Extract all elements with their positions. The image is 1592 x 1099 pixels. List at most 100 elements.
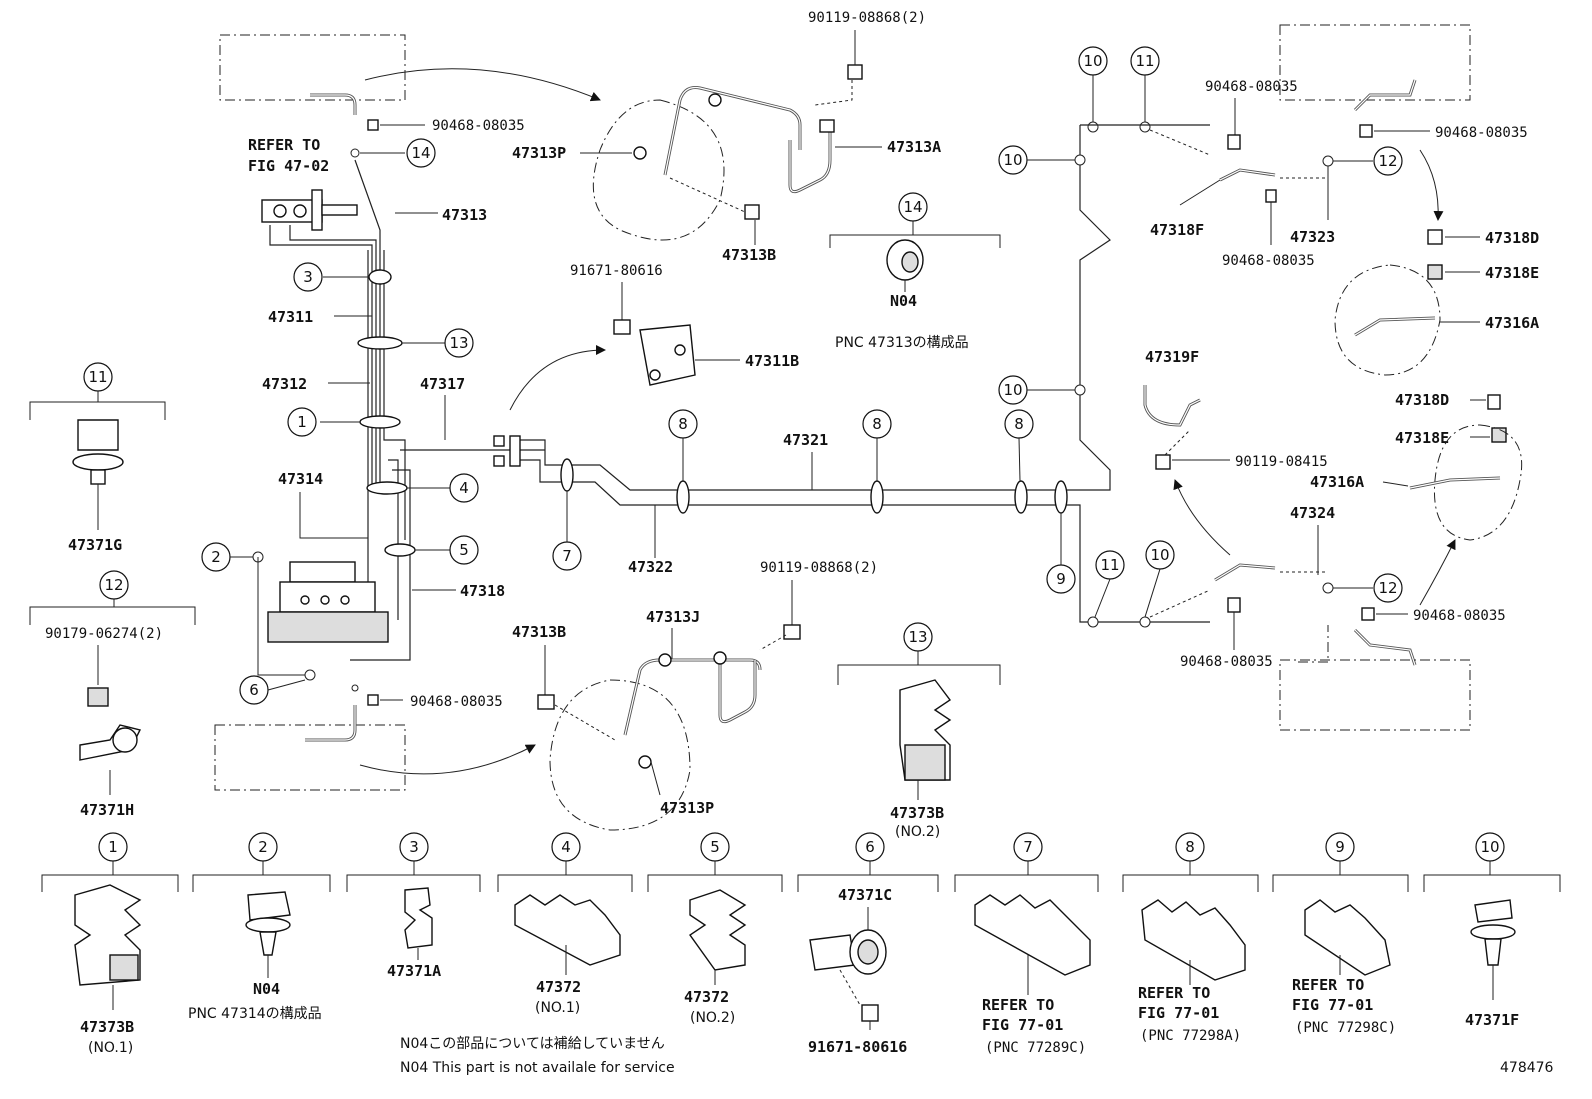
label-90468-08035-c: 90468-08035: [1205, 79, 1298, 95]
svg-text:9: 9: [1056, 570, 1066, 588]
clip-90468-top: [367, 119, 379, 131]
label-47318D-b: 47318D: [1395, 391, 1449, 409]
svg-text:8: 8: [1014, 415, 1024, 433]
label-bottom-47371F: 47371F: [1465, 1011, 1519, 1029]
svg-text:3: 3: [409, 838, 419, 856]
svg-text:12: 12: [104, 576, 123, 594]
label-47316A-a: 47316A: [1485, 314, 1539, 332]
abs-actuator-icon: [267, 561, 389, 643]
label-pnc-47314: PNC 47314の構成品: [188, 1006, 322, 1022]
tube-end-top-left: [310, 93, 357, 115]
clamp-77298A-icon: [1141, 899, 1246, 981]
label-47312: 47312: [262, 375, 307, 393]
svg-text:10: 10: [1003, 151, 1022, 169]
callout-14-left: [406, 138, 436, 168]
label-fig-7: FIG 77-01: [982, 1016, 1063, 1034]
svg-text:10: 10: [1083, 52, 1102, 70]
label-47313B-top: 47313B: [722, 246, 776, 264]
svg-text:7: 7: [562, 547, 572, 565]
svg-text:9: 9: [1335, 838, 1345, 856]
note-japanese: N04この部品については補給していません: [400, 1036, 665, 1052]
label-90468-08035-g: 90468-08035: [1180, 654, 1273, 670]
detail-box-top-right: [1279, 24, 1471, 101]
svg-text:6: 6: [249, 681, 259, 699]
clip-47371G-icon: [72, 419, 124, 485]
clamp-77289C-icon: [974, 894, 1091, 976]
label-47313A: 47313A: [887, 138, 941, 156]
svg-text:2: 2: [258, 838, 268, 856]
arrow-top-left: [364, 68, 601, 102]
label-pnc-7: (PNC 77289C): [985, 1040, 1086, 1056]
label-47313P-top: 47313P: [512, 144, 566, 162]
label-fig-9: FIG 77-01: [1292, 996, 1373, 1014]
label-90468-08035-f: 90468-08035: [1413, 608, 1506, 624]
detail-box-bottom-left: [214, 724, 406, 791]
label-bottom-n04: N04: [253, 980, 280, 998]
label-47313J: 47313J: [646, 608, 700, 626]
label-90119-08868-top: 90119-08868(2): [808, 10, 926, 26]
label-47371H: 47371H: [80, 801, 134, 819]
callout-3: [293, 262, 323, 292]
label-refer-to-9: REFER TO: [1292, 976, 1364, 994]
label-bottom-no1: (NO.1): [88, 1040, 133, 1056]
svg-text:7: 7: [1023, 838, 1033, 856]
label-bottom-47371A: 47371A: [387, 962, 441, 980]
label-47316A-b: 47316A: [1310, 473, 1364, 491]
svg-text:8: 8: [678, 415, 688, 433]
detail-ellipse-bottom: [549, 679, 691, 831]
detail-box-top-left: [219, 34, 406, 101]
label-47373B-mid: 47373B: [890, 804, 944, 822]
svg-text:11: 11: [1100, 556, 1119, 574]
svg-text:11: 11: [88, 368, 107, 386]
callout-1-left: [287, 407, 317, 437]
label-47321: 47321: [783, 431, 828, 449]
label-bottom-47372-1: 47372: [536, 978, 581, 996]
label-47313: 47313: [442, 206, 487, 224]
label-91671-80616-top: 91671-80616: [570, 263, 663, 279]
svg-text:12: 12: [1378, 152, 1397, 170]
detail-ellipse-top: [592, 99, 725, 241]
label-refer-to-47-02: REFER TO: [248, 136, 320, 154]
svg-text:14: 14: [411, 144, 430, 162]
svg-text:3: 3: [303, 268, 313, 286]
callout-5-left: [449, 535, 479, 565]
label-47318: 47318: [460, 582, 505, 600]
detail-box-bottom-right: [1279, 659, 1471, 731]
clamp-47373B-no2-icon: [899, 679, 952, 781]
svg-text:1: 1: [108, 838, 118, 856]
label-47318F: 47318F: [1150, 221, 1204, 239]
label-47318E-a: 47318E: [1485, 264, 1539, 282]
label-47371G: 47371G: [68, 536, 122, 554]
note-english: N04 This part is not availale for servic…: [400, 1060, 675, 1076]
clamp-47372-no2-icon: [689, 889, 747, 971]
label-47313B-mid: 47313B: [512, 623, 566, 641]
bracket-47311B-icon: [639, 324, 696, 386]
main-brake-lines: [520, 125, 1210, 623]
label-refer-to-7: REFER TO: [982, 996, 1054, 1014]
diagram-id: 478476: [1500, 1060, 1554, 1076]
svg-text:1: 1: [297, 413, 307, 431]
svg-text:10: 10: [1003, 381, 1022, 399]
label-fig-47-02: FIG 47-02: [248, 157, 329, 175]
label-bottom-47371C: 47371C: [838, 886, 892, 904]
svg-text:5: 5: [459, 541, 469, 559]
label-47311B: 47311B: [745, 352, 799, 370]
label-47318D-a: 47318D: [1485, 229, 1539, 247]
svg-text:10: 10: [1480, 838, 1499, 856]
label-47311: 47311: [268, 308, 313, 326]
svg-text:6: 6: [865, 838, 875, 856]
grommet-n04-icon: [886, 239, 924, 281]
svg-text:10: 10: [1150, 546, 1169, 564]
callout-4-left: [449, 473, 479, 503]
svg-text:14: 14: [903, 198, 922, 216]
label-bottom-91671: 91671-80616: [808, 1038, 907, 1056]
clip-n04-icon: [245, 891, 291, 956]
label-90468-08035-b: 90468-08035: [410, 694, 503, 710]
label-47319F: 47319F: [1145, 348, 1199, 366]
label-bottom-no2: (NO.2): [690, 1010, 735, 1026]
label-pnc-47313: PNC 47313の構成品: [835, 335, 969, 351]
label-90468-08035-e: 90468-08035: [1435, 125, 1528, 141]
svg-text:12: 12: [1378, 579, 1397, 597]
label-pnc-9: (PNC 77298C): [1295, 1020, 1396, 1036]
